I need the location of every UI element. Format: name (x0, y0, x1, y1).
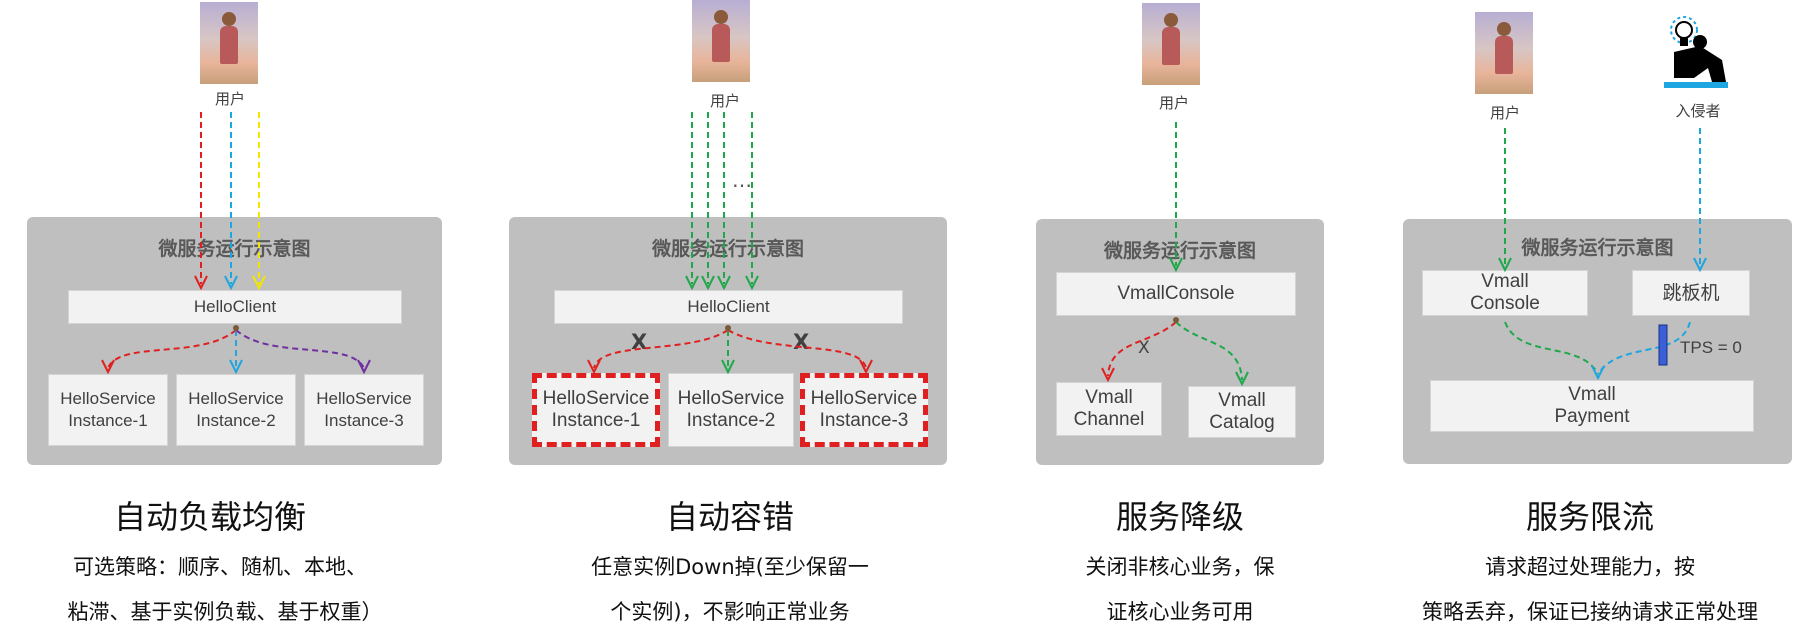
user-photo-icon (1142, 3, 1200, 85)
intruder-lightbulb-icon (1664, 16, 1728, 88)
subtitle-line-1: 关闭非核心业务，保 (1085, 555, 1275, 579)
subtitle-line-1: 任意实例Down掉(至少保留一 (591, 555, 869, 579)
subtitle-line-2: 粘滞、基于实例负载、基于权重） (67, 600, 383, 624)
vmall-console-box: VmallConsole (1056, 272, 1296, 316)
user-photo-icon (692, 0, 750, 82)
vmall-channel-box: Vmall Channel (1056, 382, 1162, 436)
vmall-console-box: Vmall Console (1422, 270, 1588, 316)
panel-title: 微服务运行示意图 (1103, 240, 1256, 262)
user-photo-icon (1475, 12, 1533, 94)
panel-title: 微服务运行示意图 (158, 238, 311, 260)
subtitle-line-2: 个实例)，不影响正常业务 (610, 600, 850, 624)
intruder-label: 入侵者 (1675, 102, 1721, 120)
x-mark-left: X (631, 330, 648, 354)
user-photo-icon (200, 2, 258, 84)
user-label: 用户 (709, 92, 740, 110)
x-mark: X (1138, 338, 1150, 358)
panel-title: 微服务运行示意图 (1521, 237, 1674, 259)
hello-client-box: HelloClient (554, 290, 903, 324)
instance-2-box: HelloService Instance-2 (176, 374, 296, 446)
ellipsis: … (732, 168, 752, 192)
subtitle-line-1: 可选策略：顺序、随机、本地、 (73, 555, 367, 579)
jump-server-box: 跳板机 (1632, 270, 1750, 316)
instance-3-box-down: HelloService Instance-3 (800, 373, 928, 447)
user-label: 用户 (214, 90, 245, 108)
user-label: 用户 (1158, 94, 1189, 112)
tps-label: TPS = 0 (1680, 338, 1742, 357)
heading: 自动负载均衡 (113, 498, 306, 536)
instance-1-box-down: HelloService Instance-1 (532, 373, 660, 447)
subtitle-line-1: 请求超过处理能力，按 (1485, 555, 1695, 579)
vmall-payment-box: Vmall Payment (1430, 380, 1754, 432)
instance-1-box: HelloService Instance-1 (48, 374, 168, 446)
user-label: 用户 (1489, 104, 1520, 122)
subtitle-line-2: 策略丢弃，保证已接纳请求正常处理 (1422, 600, 1758, 624)
heading: 服务降级 (1115, 498, 1244, 536)
panel-title: 微服务运行示意图 (651, 238, 804, 260)
heading: 自动容错 (665, 498, 794, 536)
instance-2-box: HelloService Instance-2 (668, 373, 794, 447)
instance-3-box: HelloService Instance-3 (304, 374, 424, 446)
heading: 服务限流 (1525, 498, 1654, 536)
subtitle-line-2: 证核心业务可用 (1106, 600, 1254, 624)
vmall-catalog-box: Vmall Catalog (1188, 386, 1296, 438)
x-mark-right: X (793, 330, 810, 354)
hello-client-box: HelloClient (68, 290, 402, 324)
